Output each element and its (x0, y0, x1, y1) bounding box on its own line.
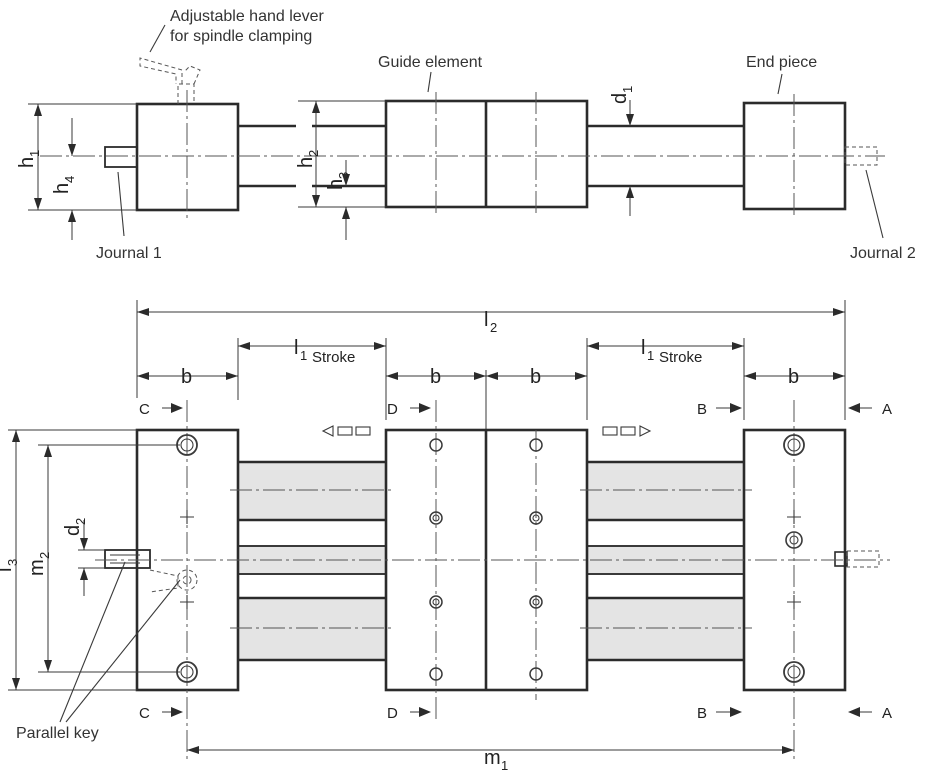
dim-h1-sub: 1 (27, 150, 42, 157)
section-b-top: B (697, 401, 707, 418)
section-a-bottom: A (882, 705, 892, 722)
hand-lever-label-1: Adjustable hand lever (170, 8, 325, 25)
dim-l3-sub: 3 (5, 559, 20, 566)
dim-h4-sub: 4 (62, 176, 77, 183)
dim-h3-label: h (325, 179, 347, 190)
side-view (28, 24, 885, 240)
hand-lever-label-2: for spindle clamping (170, 28, 312, 45)
dim-m1-sub: 1 (501, 758, 508, 772)
parallel-key-shape (104, 549, 151, 569)
section-c-bottom: C (139, 705, 150, 722)
dim-m1-label: m (484, 747, 501, 769)
section-d-top: D (387, 401, 398, 418)
dim-l1-right-stroke: Stroke (659, 349, 702, 366)
dim-m2-label: m (26, 559, 48, 576)
dim-b-4: b (788, 366, 799, 388)
parallel-key-label: Parallel key (16, 725, 99, 742)
dim-l2-label: l (484, 309, 488, 331)
top-view (8, 300, 890, 760)
end-piece-label: End piece (746, 54, 817, 71)
dim-d2-sub: 2 (73, 518, 88, 525)
dim-h2-sub: 2 (306, 150, 321, 157)
dim-l1-right-sub: 1 (647, 348, 654, 363)
dim-l1-left-stroke: Stroke (312, 349, 355, 366)
guide-element-label: Guide element (378, 54, 483, 71)
hand-lever-icon (139, 57, 201, 104)
dim-d1-sub: 1 (620, 86, 635, 93)
dim-l3-label: l (0, 568, 16, 572)
dim-b-2: b (430, 366, 441, 388)
dim-l1-left-label: l (294, 337, 298, 359)
dim-l1-right-label: l (641, 337, 645, 359)
dim-b-1: b (181, 366, 192, 388)
section-b-bottom: B (697, 705, 707, 722)
dim-h4-label: h (51, 183, 73, 194)
section-a-top: A (882, 401, 892, 418)
dim-l2-sub: 2 (490, 320, 497, 335)
dim-d2-label: d (62, 525, 84, 536)
section-d-bottom: D (387, 705, 398, 722)
dim-l1-left-sub: 1 (300, 348, 307, 363)
journal-1-shape (104, 146, 138, 168)
section-c-top: C (139, 401, 150, 418)
motion-arrow-left-icon (321, 425, 371, 437)
journal-1-label: Journal 1 (96, 245, 162, 262)
dim-h2-label: h (295, 157, 317, 168)
motion-arrow-right-icon (602, 425, 652, 437)
dim-m2-sub: 2 (37, 552, 52, 559)
dim-h1-label: h (16, 157, 38, 168)
dim-b-3: b (530, 366, 541, 388)
lever-hidden-icon (149, 569, 198, 593)
dim-d1-label: d (609, 93, 631, 104)
dim-h3-sub: 3 (336, 172, 351, 179)
journal-2-label: Journal 2 (850, 245, 916, 262)
